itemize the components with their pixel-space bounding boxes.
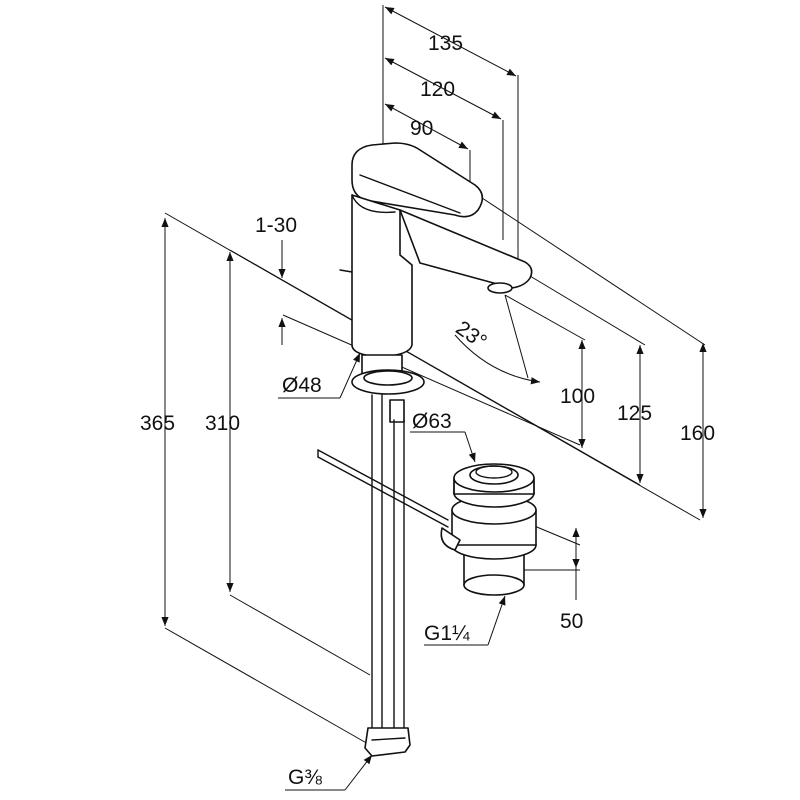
- thread-g1-1-4: G1¼: [424, 622, 470, 645]
- thread-g3-8: G⅜: [288, 766, 322, 789]
- waste-drain: [440, 463, 537, 596]
- dia48-arrow: [339, 352, 361, 399]
- angle-arc: [454, 334, 541, 385]
- g38-arrow: [344, 754, 373, 791]
- dim-365: 365: [140, 412, 175, 435]
- faucet-body: [339, 142, 533, 423]
- g114-arrow: [487, 595, 506, 646]
- dim-50: 50: [560, 610, 583, 633]
- supply-hoses: [364, 394, 411, 757]
- dim-1-30: 1-30: [255, 214, 297, 237]
- reference-lines: [164, 189, 706, 746]
- dim-90: 90: [410, 117, 433, 140]
- dim-310: 310: [205, 412, 240, 435]
- dim-diameter-63: Ø63: [412, 410, 452, 433]
- dia63-arrow: [464, 431, 476, 463]
- left-dimensions: [161, 218, 234, 626]
- dim-23-degrees: 23°: [452, 317, 491, 354]
- dim-160: 160: [680, 422, 715, 445]
- dim-125: 125: [617, 402, 652, 425]
- popup-rod: [317, 449, 449, 528]
- dim-100: 100: [560, 385, 595, 408]
- dim-120: 120: [420, 78, 455, 101]
- angle-leg: [504, 294, 529, 379]
- dim-diameter-48: Ø48: [282, 374, 322, 397]
- dim-135: 135: [428, 32, 463, 55]
- right-dimensions: [578, 340, 707, 518]
